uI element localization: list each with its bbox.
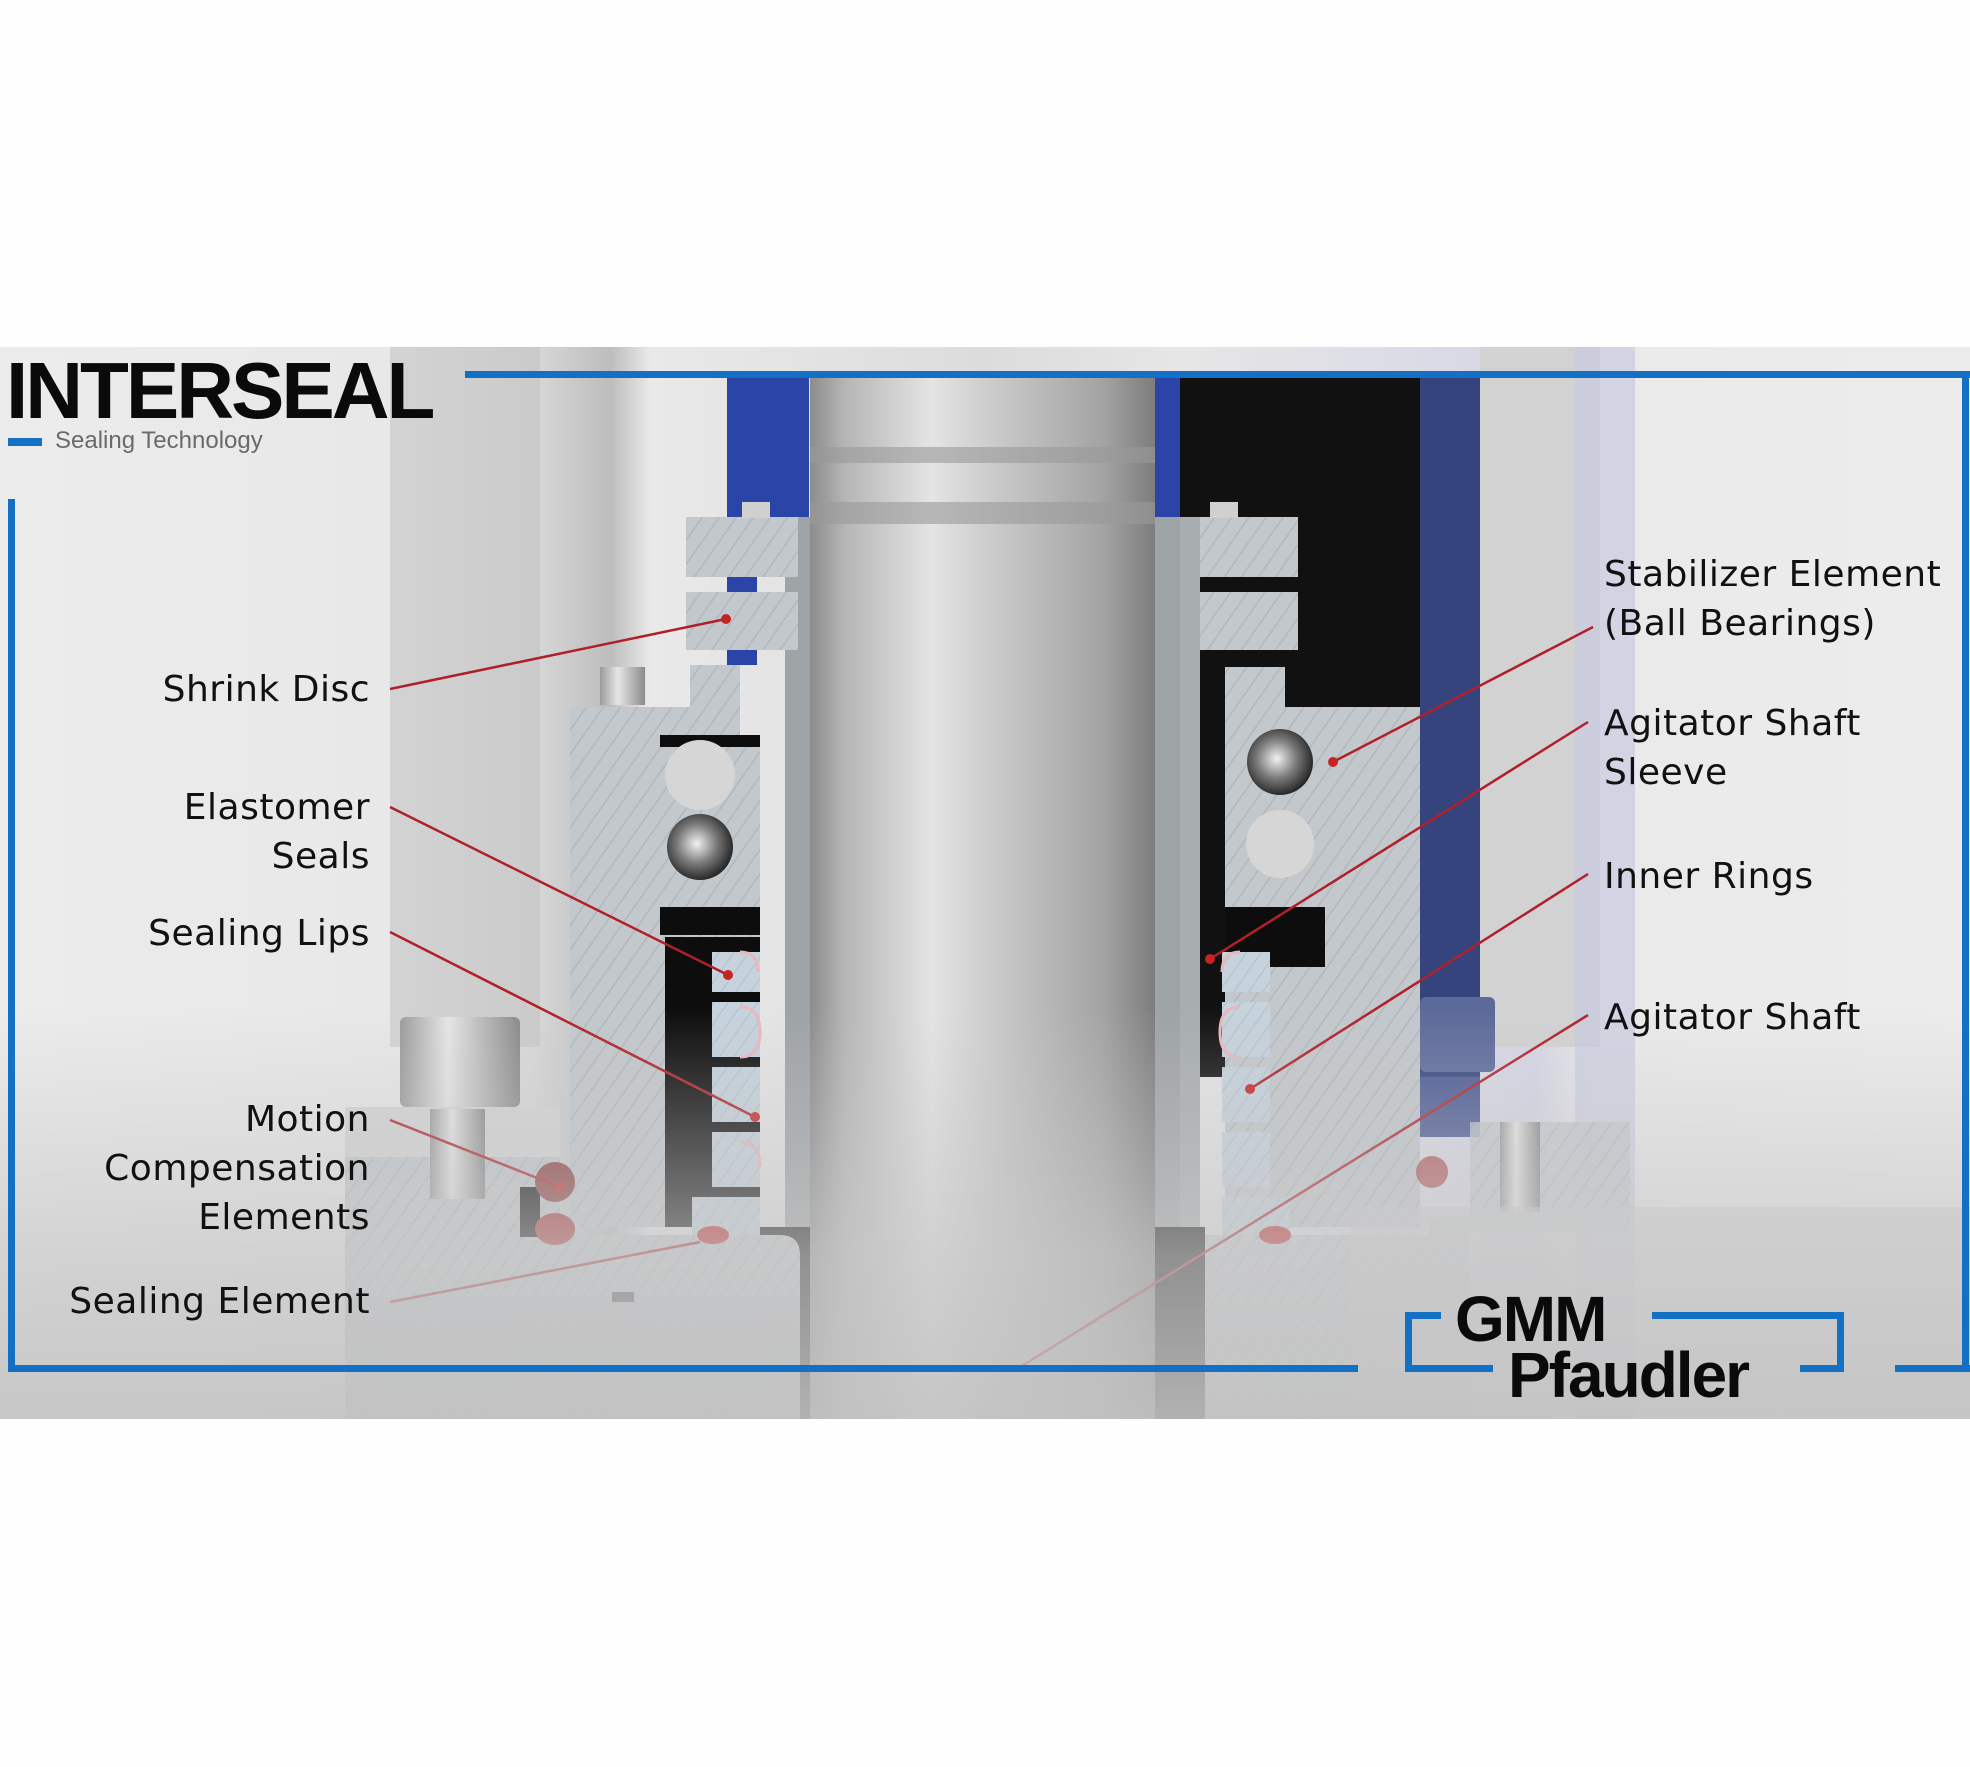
interseal-tagline: Sealing Technology [55,427,263,454]
frame-left-line [8,499,15,1372]
label-elastomer-seals: Elastomer Seals [183,787,370,877]
frame-bottom-line-right [1895,1365,1970,1372]
label-agitator-shaft: Agitator Shaft [1604,997,1861,1038]
label-stabilizer-element: Stabilizer Element (Ball Bearings) [1604,554,1942,644]
gmm-bracket-left-bottom [1405,1365,1493,1372]
label-shrink-disc: Shrink Disc [162,669,370,710]
pfaudler-text: Pfaudler [1508,1339,1750,1411]
label-sealing-element: Sealing Element [69,1281,370,1322]
frame-right-line [1962,371,1969,1371]
interseal-logo: INTERSEAL [6,347,435,435]
diagram-frame: INTERSEAL Sealing Technology GMM Pfaudle… [0,347,1970,1419]
label-motion-compensation-elements: Motion Compensation Elements [104,1099,370,1238]
gmm-bracket-left-top [1405,1312,1441,1319]
gmm-bracket-right-bottom [1800,1365,1844,1372]
gmm-bracket-right-vert [1837,1312,1844,1372]
frame-top-line [465,371,1970,378]
gmm-bracket-right-top [1652,1312,1844,1319]
label-sealing-lips: Sealing Lips [148,913,370,954]
gmm-text: GMM [1455,1283,1607,1355]
label-agitator-shaft-sleeve: Agitator Shaft Sleeve [1604,703,1861,793]
frame-bottom-line-left [8,1365,1358,1372]
bottom-fade [0,1007,1970,1419]
gmm-bracket-left-vert [1405,1312,1412,1372]
label-inner-rings: Inner Rings [1604,856,1814,897]
tagline-accent-bar [8,438,42,446]
